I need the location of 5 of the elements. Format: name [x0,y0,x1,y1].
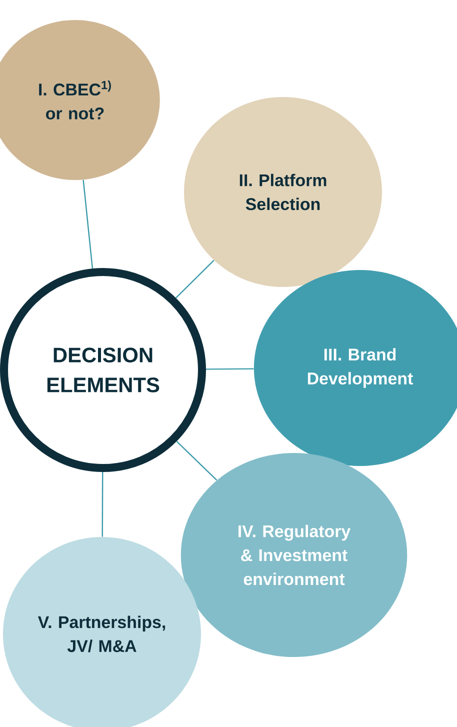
connector-line [102,472,104,537]
connector-line [176,440,218,481]
connector-line [82,180,94,269]
connector-line [175,260,214,298]
connector-line [206,368,254,370]
